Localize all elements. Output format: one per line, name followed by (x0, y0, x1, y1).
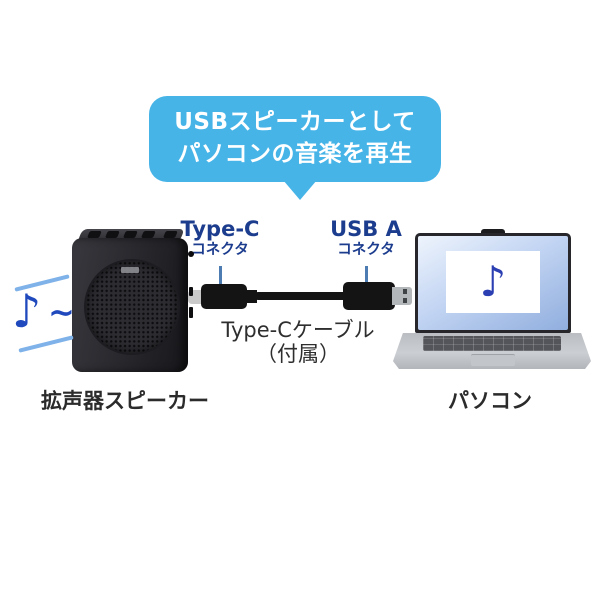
laptop-keyboard (423, 336, 561, 351)
bubble-line-1: USBスピーカーとして (174, 109, 416, 136)
typec-connector-label: Type-C コネクタ (168, 217, 272, 259)
speaker-grille (84, 259, 180, 355)
laptop-music-note-icon: ♪ (479, 257, 507, 306)
bubble-line-2: パソコンの音楽を再生 (177, 141, 413, 167)
typec-pointer-line (219, 266, 222, 287)
bubble-tail (283, 180, 317, 200)
speaker-button (104, 231, 120, 238)
cable-cord (254, 292, 348, 300)
laptop-camera-notch (481, 229, 505, 236)
laptop-illustration: ♪ (393, 229, 591, 371)
music-note-icon: ♪ (12, 284, 42, 338)
cable-label: Type-Cケーブル (221, 318, 375, 342)
usba-label-name: USB A (330, 217, 402, 241)
usba-plug-body (343, 282, 395, 310)
pc-caption: パソコン (448, 389, 532, 413)
speaker-audio-jack (188, 251, 194, 257)
sound-wave-icon: ∼ (48, 293, 75, 331)
typec-plug-body (201, 284, 247, 309)
laptop-screen: ♪ (418, 236, 568, 330)
usba-pointer-line (365, 266, 368, 287)
speaker-button (140, 231, 156, 238)
speaker-illustration (50, 229, 200, 379)
usba-plug-hole (403, 298, 407, 303)
laptop-media-window: ♪ (446, 251, 540, 313)
typec-label-name: Type-C (180, 217, 260, 241)
usba-connector-label: USB A コネクタ (314, 217, 418, 259)
speaker-side-port (189, 287, 193, 296)
usba-plug-metal (392, 287, 412, 305)
speaker-button (162, 231, 178, 238)
speaker-logo (121, 267, 139, 273)
speech-bubble: USBスピーカーとして パソコンの音楽を再生 (149, 96, 441, 182)
laptop-touchpad (471, 354, 515, 366)
cable-sublabel: （付属） (256, 342, 340, 366)
typec-label-sub: コネクタ (191, 242, 249, 259)
laptop-lid: ♪ (415, 233, 571, 333)
speaker-caption: 拡声器スピーカー (41, 389, 209, 413)
usba-plug-hole (403, 289, 407, 294)
usba-label-sub: コネクタ (337, 242, 395, 259)
speaker-side-port (189, 307, 193, 318)
speaker-button (122, 231, 138, 238)
speaker-button (86, 231, 102, 238)
